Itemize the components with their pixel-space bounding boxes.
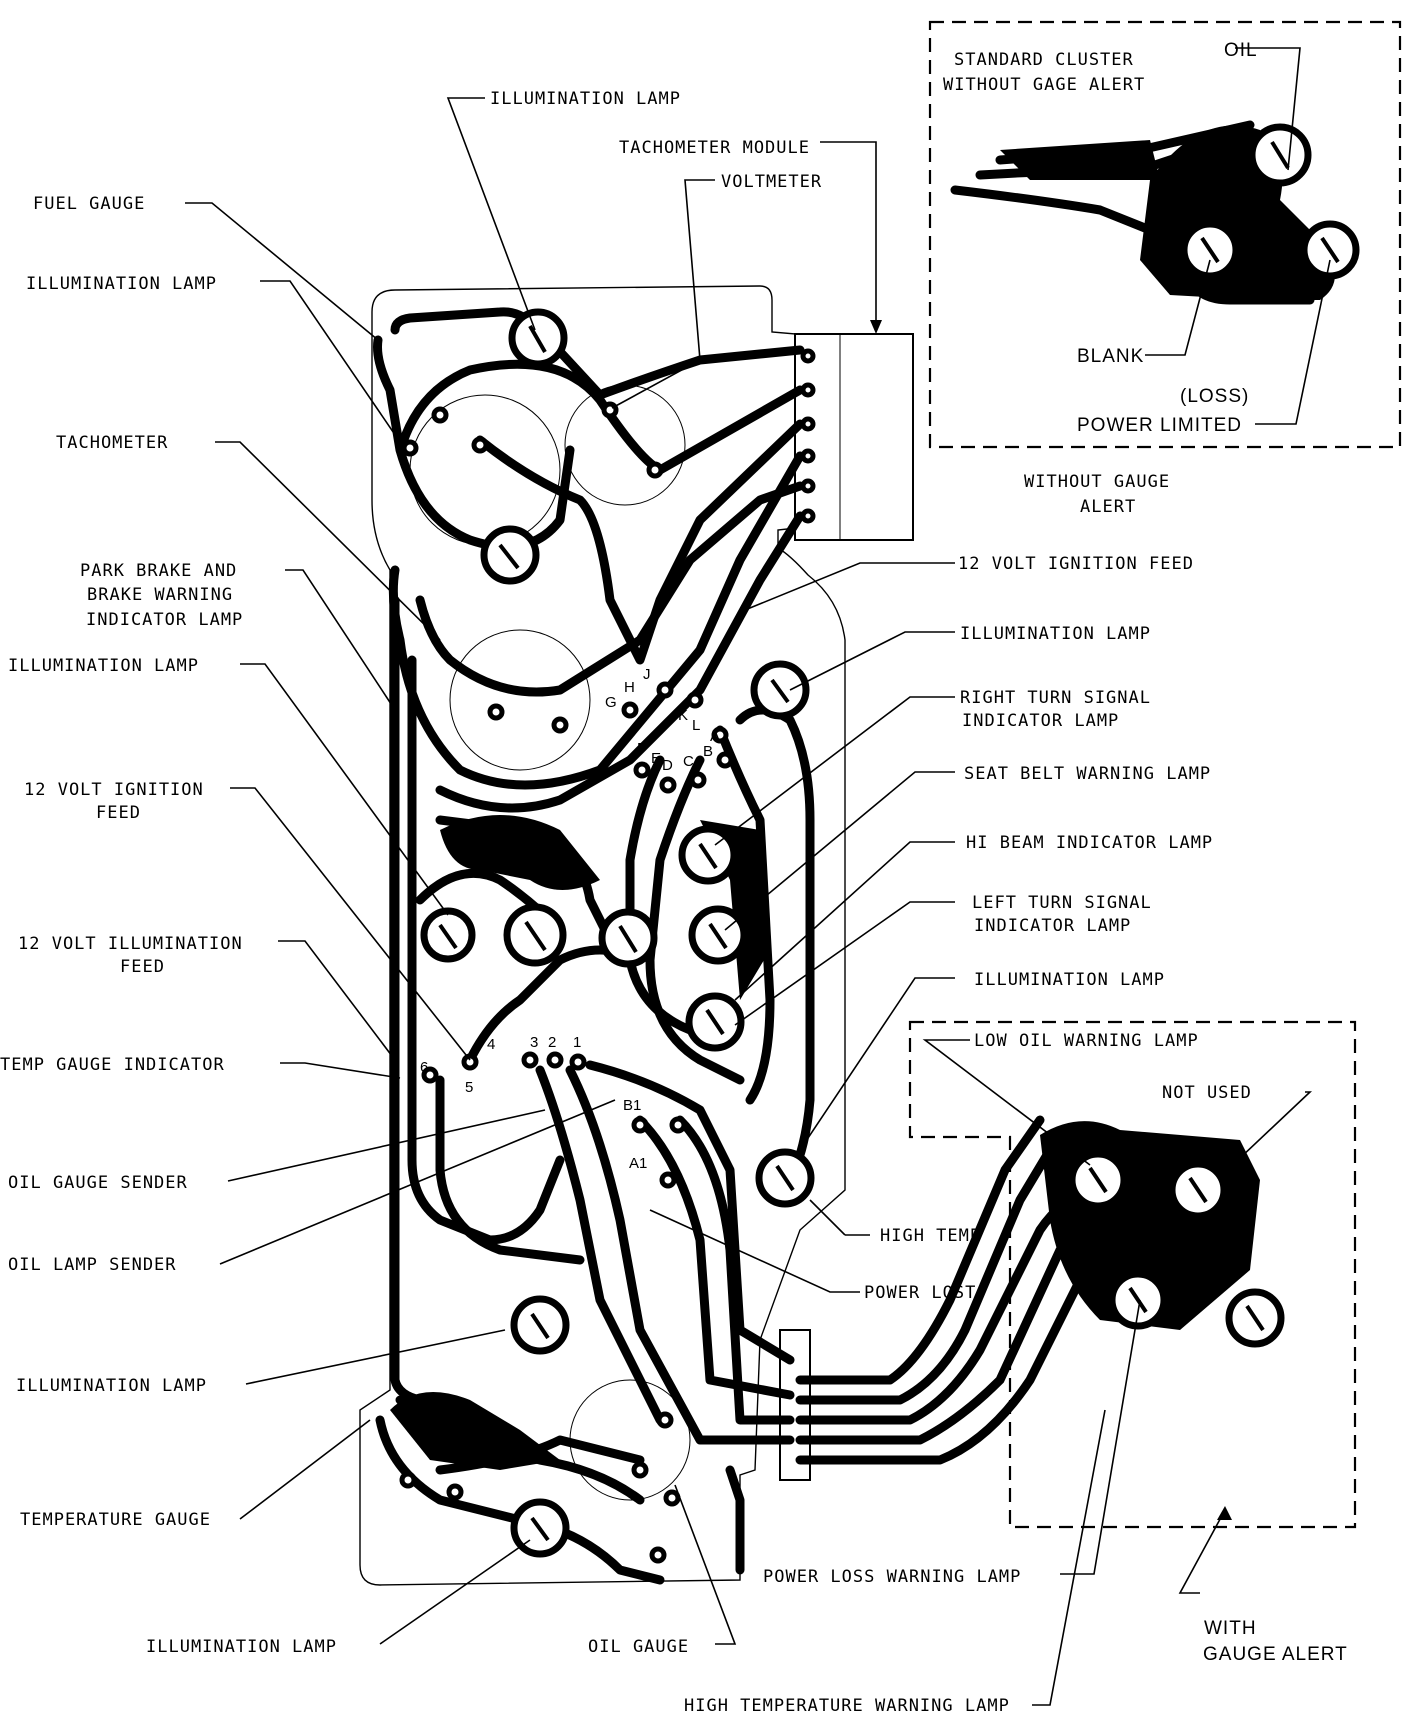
label-illumination-lamp-right2: ILLUMINATION LAMP bbox=[974, 970, 1165, 990]
lamp-socket bbox=[598, 908, 658, 968]
lamp-socket bbox=[420, 907, 476, 963]
label-seat-belt: SEAT BELT WARNING LAMP bbox=[964, 764, 1211, 784]
label-left-turn-1: LEFT TURN SIGNAL bbox=[972, 893, 1152, 913]
label-illumination-lamp-left2: ILLUMINATION LAMP bbox=[8, 656, 199, 676]
label-illumination-lamp-top: ILLUMINATION LAMP bbox=[490, 89, 681, 109]
lamp-socket bbox=[510, 1295, 570, 1355]
pin-6: 6 bbox=[420, 1059, 428, 1076]
label-park-brake-3: INDICATOR LAMP bbox=[86, 610, 243, 630]
pin-h: H bbox=[624, 679, 635, 696]
tachometer-module-connector bbox=[794, 333, 914, 541]
label-ignition-feed-left-2: FEED bbox=[96, 803, 141, 823]
lamp-socket bbox=[750, 660, 810, 720]
label-standard-cluster-1: STANDARD CLUSTER bbox=[954, 50, 1134, 70]
lamp-socket bbox=[1300, 220, 1360, 280]
label-oil: OIL bbox=[1224, 40, 1258, 61]
label-illumination-lamp-left1: ILLUMINATION LAMP bbox=[26, 274, 217, 294]
label-power-loss-warning-lamp: POWER LOSS WARNING LAMP bbox=[763, 1567, 1021, 1587]
lamp-socket bbox=[480, 525, 540, 585]
label-oil-gauge: OIL GAUGE bbox=[588, 1637, 689, 1657]
inset-with-gauge-alert-box bbox=[908, 1020, 1357, 1529]
label-blank: BLANK bbox=[1077, 346, 1144, 367]
pin-4: 4 bbox=[487, 1036, 495, 1053]
label-illumination-lamp-left3: ILLUMINATION LAMP bbox=[16, 1376, 207, 1396]
inset-without-gauge-alert-box bbox=[928, 20, 1402, 449]
lamp-sockets bbox=[420, 123, 1360, 1558]
circuit-board-outline bbox=[359, 285, 846, 1586]
pin-d: D bbox=[662, 757, 673, 774]
label-high-temp: HIGH TEMP bbox=[880, 1226, 981, 1246]
label-tachometer: TACHOMETER bbox=[56, 433, 168, 453]
label-standard-cluster-2: WITHOUT GAGE ALERT bbox=[943, 75, 1145, 95]
label-temperature-gauge: TEMPERATURE GAUGE bbox=[20, 1510, 211, 1530]
pin-2: 2 bbox=[548, 1034, 556, 1051]
lamp-socket bbox=[755, 1148, 815, 1208]
label-with-1: WITH bbox=[1204, 1618, 1257, 1639]
label-right-turn-2: INDICATOR LAMP bbox=[962, 711, 1119, 731]
label-fuel-gauge: FUEL GAUGE bbox=[33, 194, 145, 214]
label-illumination-feed-1: 12 VOLT ILLUMINATION bbox=[18, 934, 243, 954]
label-tachometer-module: TACHOMETER MODULE bbox=[619, 138, 810, 158]
lamp-socket bbox=[510, 1498, 570, 1558]
label-not-used: NOT USED bbox=[1162, 1083, 1252, 1103]
inset-traces-top bbox=[950, 120, 1315, 305]
pin-l: L bbox=[692, 717, 700, 734]
lamp-socket bbox=[1068, 1150, 1128, 1210]
label-without-2: ALERT bbox=[1080, 497, 1136, 517]
pin-j: J bbox=[643, 666, 651, 683]
lamp-socket bbox=[1225, 1288, 1285, 1348]
label-ignition-feed-left-1: 12 VOLT IGNITION bbox=[24, 780, 204, 800]
label-power-lost: POWER LOST bbox=[864, 1283, 976, 1303]
label-oil-lamp-sender: OIL LAMP SENDER bbox=[8, 1255, 177, 1275]
lamp-socket bbox=[685, 992, 745, 1052]
pin-3: 3 bbox=[530, 1034, 538, 1051]
label-loss: (LOSS) bbox=[1180, 386, 1249, 407]
pin-e: E bbox=[651, 750, 661, 767]
lamp-socket bbox=[1108, 1270, 1168, 1330]
lamp-socket bbox=[1168, 1160, 1228, 1220]
pin-5: 5 bbox=[465, 1079, 473, 1096]
callout-labels: ILLUMINATION LAMP TACHOMETER MODULE VOLT… bbox=[0, 40, 1348, 1716]
lamp-socket bbox=[503, 903, 567, 967]
fuel-gauge-circle bbox=[449, 629, 591, 771]
pin-c: C bbox=[683, 753, 694, 770]
label-hi-beam: HI BEAM INDICATOR LAMP bbox=[966, 833, 1213, 853]
pin-b1: B1 bbox=[623, 1097, 641, 1114]
label-park-brake-2: BRAKE WARNING bbox=[87, 585, 233, 605]
pin-k: K bbox=[678, 707, 688, 724]
pin-f: F bbox=[637, 740, 646, 757]
label-ignition-feed-right: 12 VOLT IGNITION FEED bbox=[958, 554, 1194, 574]
label-park-brake-1: PARK BRAKE AND bbox=[80, 561, 237, 581]
lamp-socket bbox=[688, 905, 748, 965]
label-left-turn-2: INDICATOR LAMP bbox=[974, 916, 1131, 936]
lamp-socket bbox=[1180, 220, 1240, 280]
label-without-1: WITHOUT GAUGE bbox=[1024, 472, 1170, 492]
label-high-temp-warning-lamp: HIGH TEMPERATURE WARNING LAMP bbox=[684, 1696, 1010, 1716]
lamp-socket bbox=[508, 308, 568, 368]
pin-a1: A1 bbox=[629, 1155, 647, 1172]
pin-1: 1 bbox=[573, 1034, 581, 1051]
leader-lines bbox=[185, 47, 1331, 1706]
label-oil-gauge-sender: OIL GAUGE SENDER bbox=[8, 1173, 188, 1193]
label-illumination-feed-2: FEED bbox=[120, 957, 165, 977]
pin-a: A bbox=[710, 728, 720, 745]
label-power-limited: POWER LIMITED bbox=[1077, 415, 1242, 436]
label-right-turn-1: RIGHT TURN SIGNAL bbox=[960, 688, 1151, 708]
lamp-socket bbox=[1248, 123, 1312, 187]
pin-labels: G H J K L A B C D E F 1 2 3 4 5 6 B1 A1 bbox=[420, 666, 720, 1172]
pin-g: G bbox=[605, 694, 617, 711]
label-with-2: GAUGE ALERT bbox=[1203, 1644, 1348, 1665]
voltmeter-circle bbox=[564, 384, 686, 506]
label-temp-gauge-indicator: TEMP GAUGE INDICATOR bbox=[0, 1055, 225, 1075]
label-voltmeter: VOLTMETER bbox=[721, 172, 822, 192]
lamp-socket bbox=[678, 825, 738, 885]
terminal-pins bbox=[399, 401, 734, 1564]
label-low-oil-warning-lamp: LOW OIL WARNING LAMP bbox=[974, 1031, 1199, 1051]
label-illumination-lamp-right1: ILLUMINATION LAMP bbox=[960, 624, 1151, 644]
pin-b: B bbox=[703, 743, 713, 760]
label-illumination-lamp-bottom: ILLUMINATION LAMP bbox=[146, 1637, 337, 1657]
